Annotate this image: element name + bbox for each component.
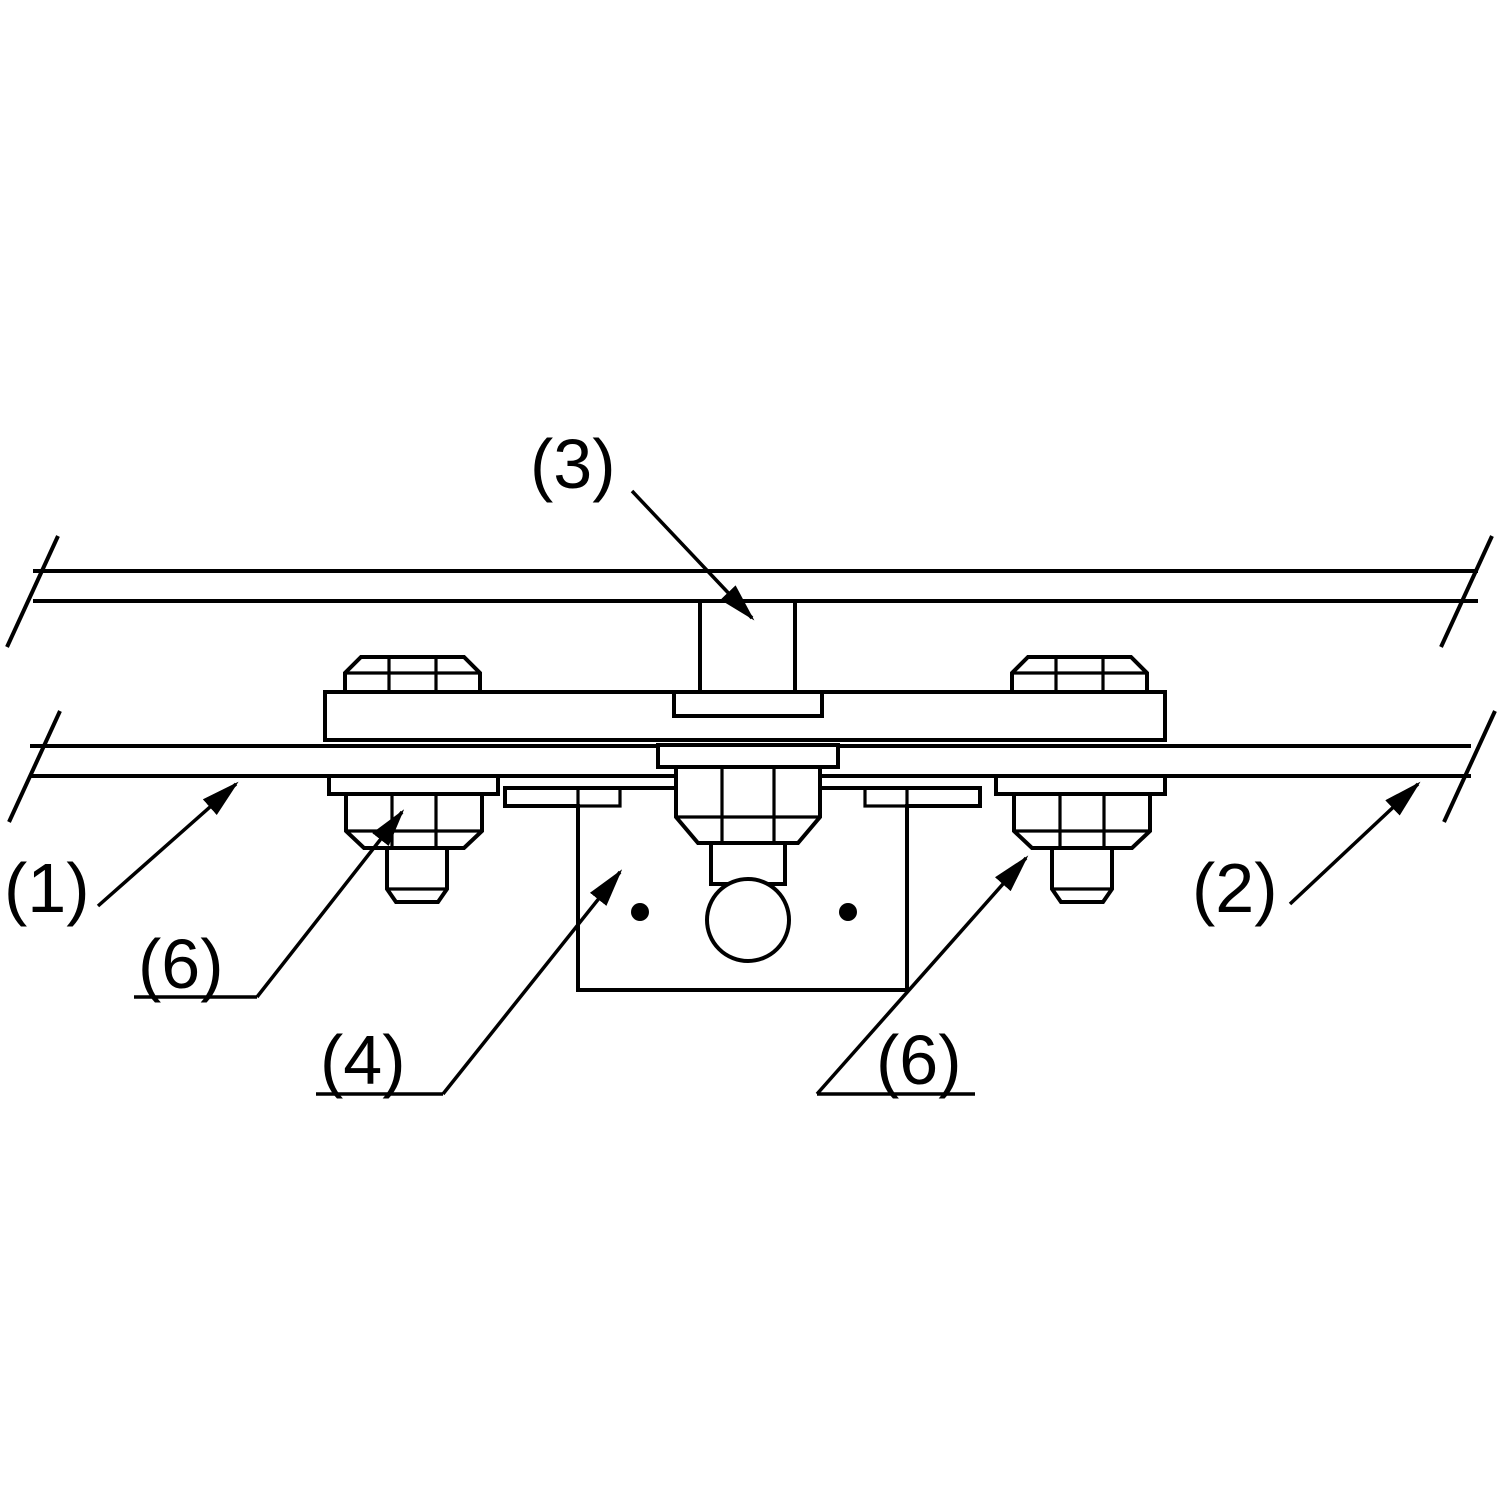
callout-label-6-right: (6) — [876, 1021, 962, 1099]
bolt-head-left — [343, 655, 482, 694]
callout-label-1: (1) — [4, 849, 90, 927]
bolt-tip-left — [385, 846, 449, 904]
bolt-head-right — [1010, 655, 1149, 694]
bracket-hole-left — [631, 903, 649, 921]
callout-label-2: (2) — [1192, 849, 1278, 927]
bracket-hole-right — [839, 903, 857, 921]
callout-label-4: (4) — [320, 1021, 406, 1099]
washer-right — [994, 774, 1167, 796]
bolt-tip-right — [1050, 846, 1114, 904]
leader-line-2 — [1288, 781, 1421, 906]
leader-line-3 — [630, 489, 755, 621]
fastener-right — [994, 774, 1167, 904]
leader-line-6-right — [815, 855, 1029, 1096]
washer-left — [327, 774, 500, 796]
ball-stud-lower — [656, 743, 840, 963]
leader-line-6-left — [255, 809, 405, 999]
callout-label-6-left: (6) — [138, 925, 224, 1003]
washer-center — [656, 743, 840, 769]
bracket-slot-left — [576, 786, 622, 808]
lower-panel-break-right — [1442, 710, 1497, 823]
callout-label-3: (3) — [530, 425, 616, 503]
bracket-slot-right — [863, 786, 909, 808]
callouts: (1) (2) (3) (4) (6) (6) — [4, 425, 1421, 1099]
ball-stud-upper — [672, 599, 824, 718]
stud-shoulder — [672, 690, 824, 718]
fastener-left — [327, 774, 500, 904]
leader-line-4 — [441, 869, 623, 1096]
upper-panel-break-right — [1439, 535, 1494, 648]
leader-line-1 — [96, 781, 239, 908]
nut-left-outline — [344, 792, 484, 850]
lower-panel-break-left — [7, 710, 62, 823]
nut-right-outline — [1012, 792, 1152, 850]
upper-panel-break-left — [5, 535, 60, 648]
stud-ball — [705, 877, 791, 963]
nut-center-outline — [674, 765, 822, 845]
